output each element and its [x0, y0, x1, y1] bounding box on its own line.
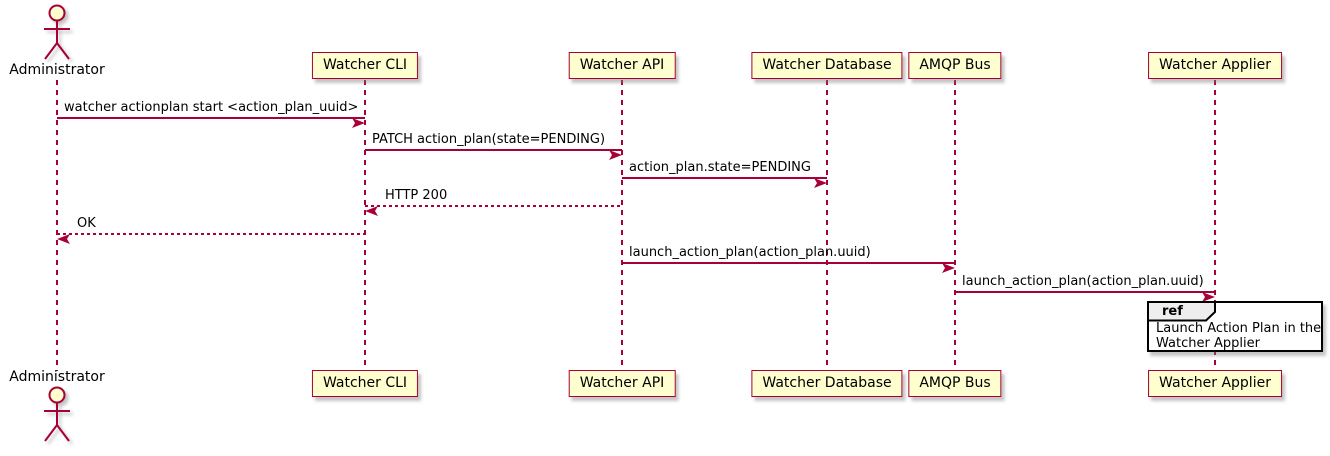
message-label: action_plan.state=PENDING	[629, 160, 811, 175]
participant-watcher-api: Watcher API	[568, 52, 676, 79]
message-label: PATCH action_plan(state=PENDING)	[372, 132, 606, 147]
arrowhead-icon	[942, 258, 955, 273]
arrowhead-icon	[57, 229, 70, 244]
ref-keyword: ref	[1162, 304, 1183, 319]
message-line	[57, 233, 365, 235]
arrowhead-icon	[365, 201, 378, 216]
participant-amqp-bus: AMQP Bus	[908, 52, 1002, 79]
participant-watcher-api: Watcher API	[568, 370, 676, 397]
message-label: launch_action_plan(action_plan.uuid)	[962, 274, 1204, 289]
message-label: launch_action_plan(action_plan.uuid)	[629, 245, 871, 260]
ref-header-pentagon	[1147, 301, 1217, 326]
lifeline	[954, 80, 956, 371]
lifeline	[1214, 80, 1216, 371]
participant-watcher-database: Watcher Database	[751, 370, 903, 397]
lifeline	[364, 80, 366, 371]
message-line	[955, 291, 1215, 293]
participant-amqp-bus: AMQP Bus	[908, 370, 1002, 397]
participant-watcher-applier: Watcher Applier	[1148, 370, 1282, 397]
actor-label: Administrator	[9, 369, 105, 385]
message-label: OK	[77, 216, 96, 231]
message-line	[622, 262, 955, 264]
participant-watcher-cli: Watcher CLI	[311, 370, 419, 397]
message-line	[622, 177, 827, 179]
participant-watcher-cli: Watcher CLI	[311, 52, 419, 79]
arrowhead-icon	[814, 173, 827, 188]
ref-text: Launch Action Plan in the	[1156, 321, 1322, 336]
lifeline	[826, 80, 828, 371]
lifeline	[56, 80, 58, 371]
lifeline	[621, 80, 623, 371]
message-line	[57, 117, 365, 119]
actor-figure-icon	[40, 3, 74, 67]
message-label: HTTP 200	[385, 188, 448, 203]
message-line	[365, 205, 622, 207]
arrowhead-icon	[609, 145, 622, 160]
participant-watcher-applier: Watcher Applier	[1148, 52, 1282, 79]
arrowhead-icon	[1202, 287, 1215, 302]
ref-text: Watcher Applier	[1156, 336, 1260, 351]
message-label: watcher actionplan start <action_plan_uu…	[64, 100, 359, 115]
actor-figure-icon	[40, 385, 74, 449]
actor-label: Administrator	[9, 62, 105, 78]
participant-watcher-database: Watcher Database	[751, 52, 903, 79]
arrowhead-icon	[352, 113, 365, 128]
message-line	[365, 149, 622, 151]
